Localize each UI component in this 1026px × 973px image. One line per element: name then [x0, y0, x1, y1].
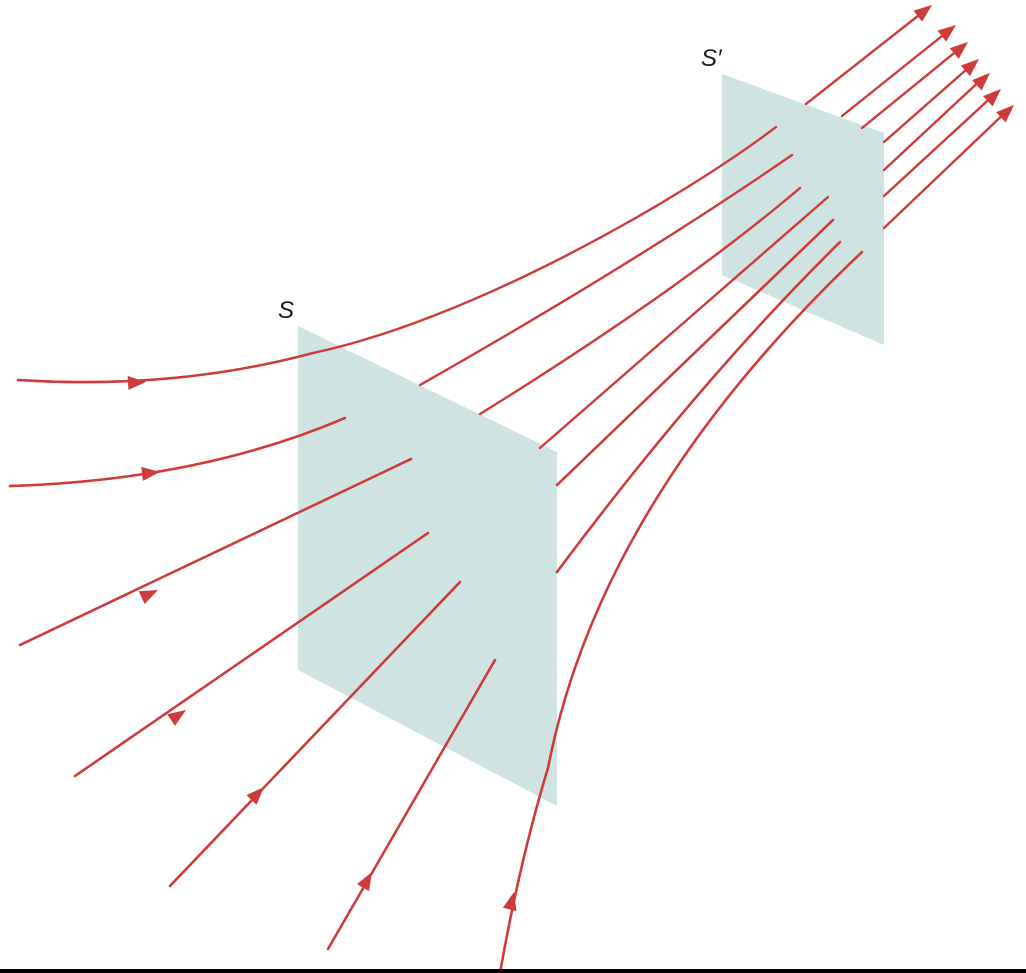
arrow-out-2 — [937, 25, 956, 42]
field-line-in-front-3 — [18, 457, 413, 647]
field-line-in-front-1 — [16, 351, 315, 384]
field-line-out-3 — [860, 43, 966, 130]
arrow-in-2 — [141, 466, 160, 481]
surface-s-prime-label: S′ — [701, 45, 723, 72]
surface-s-label: S — [278, 297, 294, 324]
surfaces — [722, 74, 884, 345]
field-line-in-front-4 — [73, 531, 430, 778]
arrow-out-1 — [913, 5, 932, 22]
arrow-out-3 — [949, 42, 968, 59]
surface-s — [298, 326, 557, 806]
field-line-mid-7 — [546, 250, 864, 770]
field-line-out-4 — [882, 60, 977, 144]
field-line-in-front-6 — [326, 658, 497, 951]
field-line-out-6 — [882, 90, 999, 198]
field-line-in-7 — [498, 766, 550, 973]
arrow-out-7 — [996, 105, 1014, 123]
field-line-mid-1 — [311, 125, 778, 355]
arrow-out-4 — [960, 59, 979, 77]
field-line-front-1 — [555, 218, 835, 487]
field-line-mid-3 — [478, 186, 802, 416]
field-line-in-front-5 — [168, 580, 462, 888]
field-line-front-3 — [546, 250, 864, 770]
arrows — [127, 5, 1014, 912]
arrow-in-4 — [167, 710, 186, 726]
arrow-in-1 — [127, 375, 146, 390]
arrow-in-6 — [356, 872, 372, 892]
arrow-in-3 — [138, 590, 158, 604]
arrow-in-7 — [502, 892, 517, 912]
field-line-in-2 — [8, 416, 347, 488]
field-line-front-2 — [555, 240, 842, 574]
field-line-mid-2 — [418, 153, 794, 387]
surface-s-prime — [722, 74, 884, 345]
field-line-mid-4 — [538, 195, 830, 450]
field-line-in-front-7 — [498, 766, 550, 973]
field-lines-front — [8, 218, 864, 973]
arrow-out-5 — [972, 73, 990, 91]
bottom-border — [0, 969, 1026, 973]
surfaces-front — [298, 326, 557, 806]
arrow-in-5 — [246, 787, 264, 805]
field-line-out-5 — [882, 74, 987, 172]
field-line-out-1 — [804, 6, 930, 106]
field-line-out-2 — [840, 26, 954, 118]
field-line-in-front-2 — [8, 416, 347, 488]
arrow-out-6 — [983, 89, 1001, 107]
field-line-out-7 — [882, 106, 1012, 230]
